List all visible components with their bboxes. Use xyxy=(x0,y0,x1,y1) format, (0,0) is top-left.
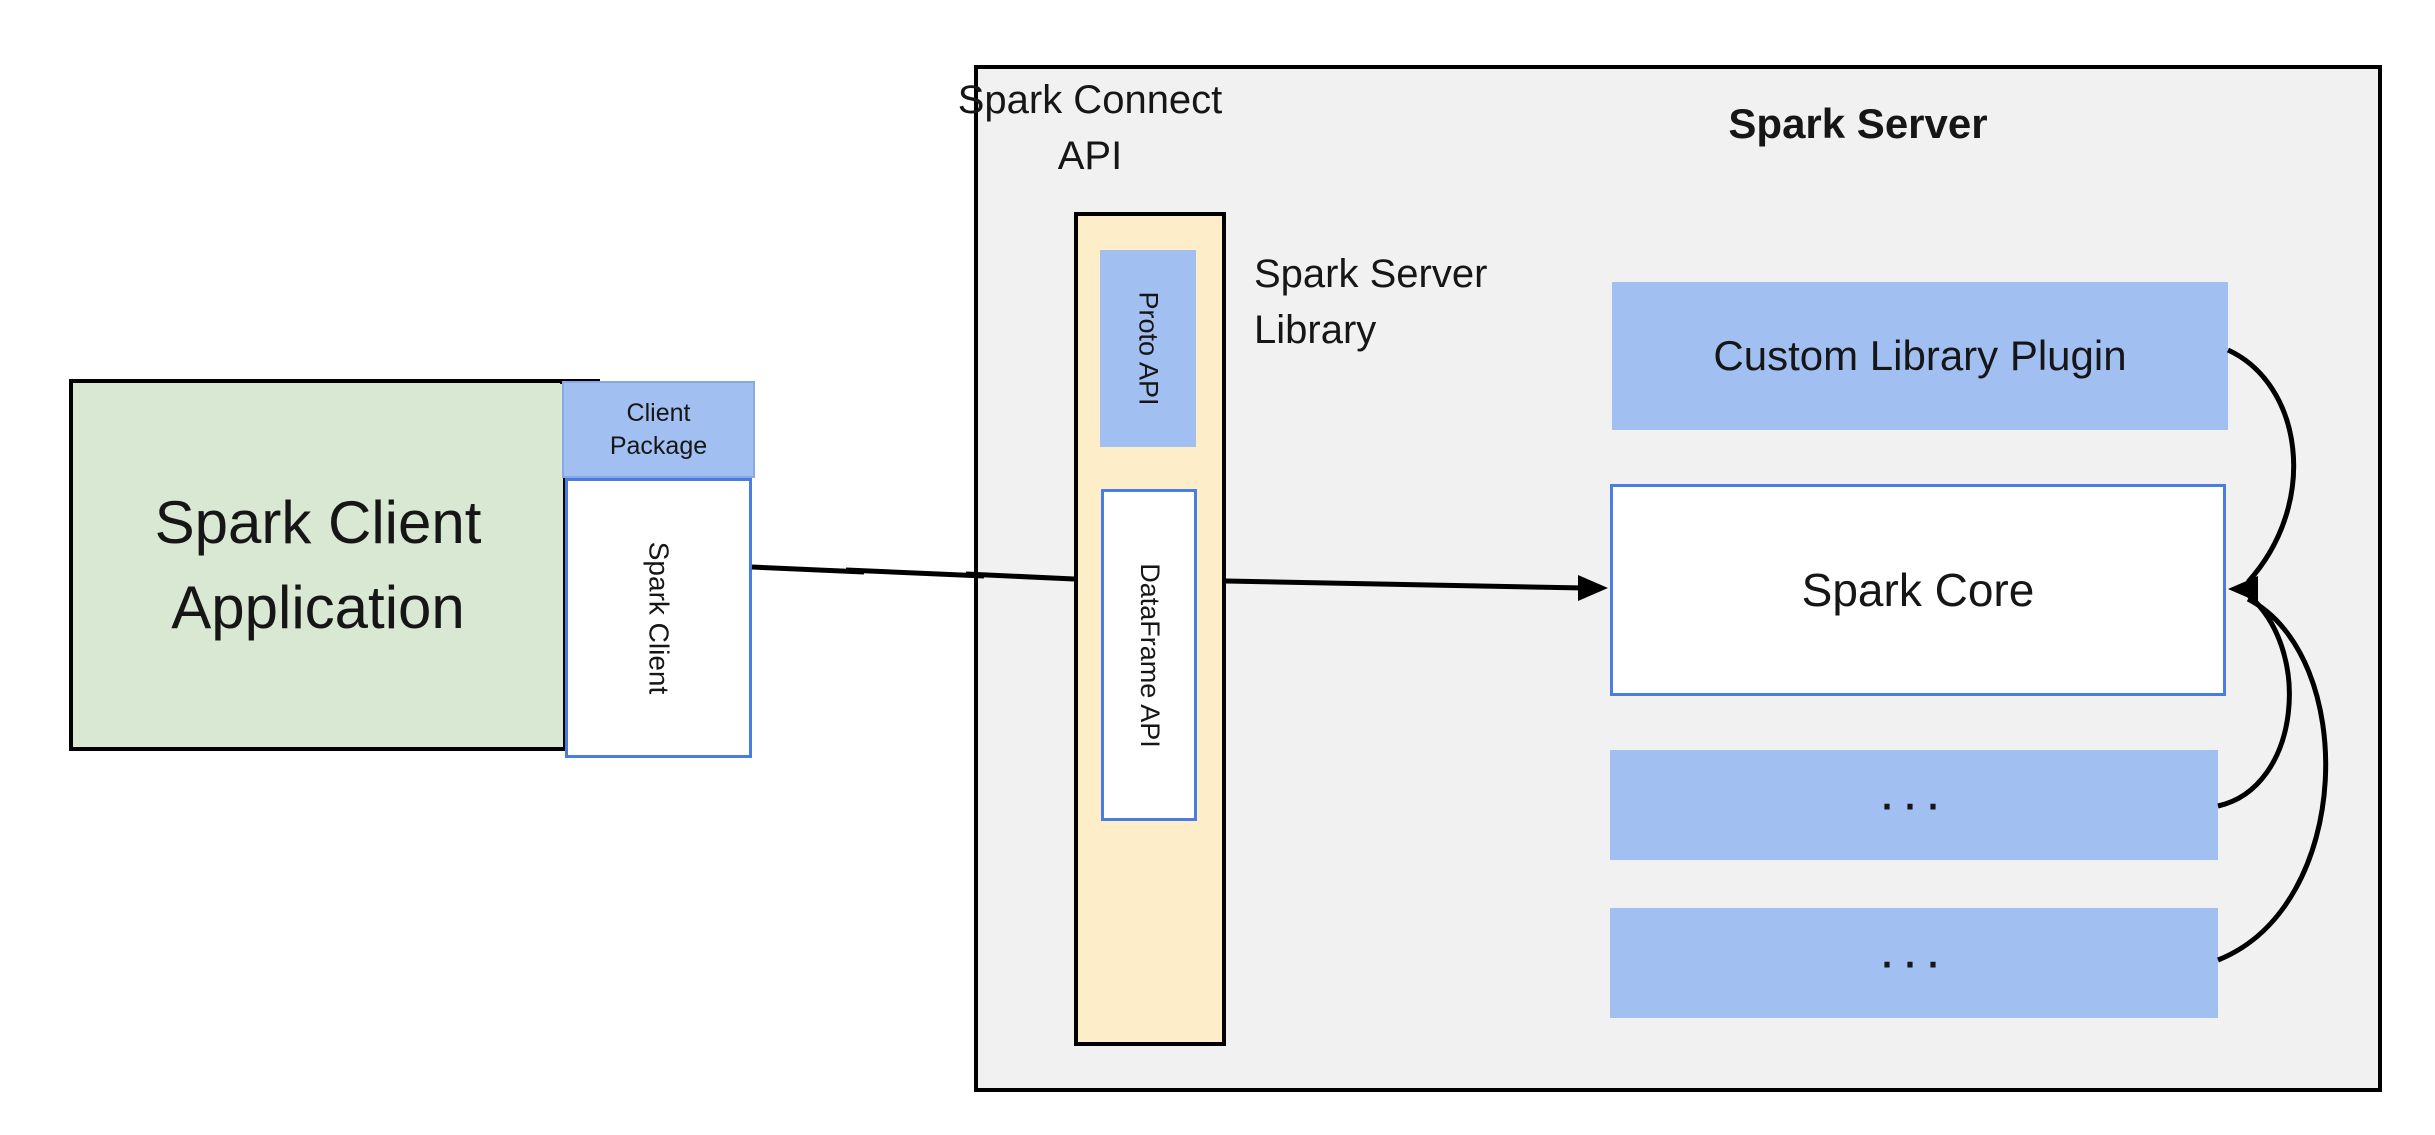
spark-connect-api-label-line2: API xyxy=(1057,134,1123,178)
spark-core-label: Spark Core xyxy=(1801,564,2035,616)
spark-client-application-label: Spark Client Application xyxy=(155,480,482,650)
dataframe-api-label: DataFrame API xyxy=(1134,562,1165,748)
proto-api-box: Proto API xyxy=(1100,250,1196,447)
custom-library-plugin-box: Custom Library Plugin xyxy=(1612,282,2228,430)
plugin-placeholder-box-2: ... xyxy=(1610,908,2218,1018)
proto-api-label: Proto API xyxy=(1133,291,1164,406)
spark-server-library-line1: Spark Server xyxy=(1254,252,1488,296)
plugin-placeholder-box-1: ... xyxy=(1610,750,2218,860)
spark-client-label: Spark Client xyxy=(643,541,675,695)
custom-library-plugin-label: Custom Library Plugin xyxy=(1713,332,2127,379)
spark-core-box: Spark Core xyxy=(1610,484,2226,696)
spark-client-application-line1: Spark Client xyxy=(154,488,482,556)
spark-connect-api-label-line1: Spark Connect xyxy=(957,78,1223,122)
spark-server-library-label: Spark Server Library xyxy=(1254,246,1614,358)
spark-client-application-line2: Application xyxy=(171,574,465,641)
spark-server-title: Spark Server xyxy=(1728,100,1988,147)
spark-client-box: Spark Client xyxy=(565,478,752,758)
spark-server-library-line2: Library xyxy=(1254,308,1377,352)
plugin-placeholder-1-label: ... xyxy=(1879,761,1949,822)
spark-connect-api-label: Spark Connect API xyxy=(940,72,1240,184)
client-package-line2: Package xyxy=(609,431,708,460)
dataframe-api-box: DataFrame API xyxy=(1101,489,1197,821)
client-package-line1: Client xyxy=(626,399,691,427)
plugin-placeholder-2-label: ... xyxy=(1879,919,1949,980)
client-package-label: Client Package xyxy=(610,397,707,462)
spark-client-application-box: Spark Client Application xyxy=(69,379,567,751)
client-package-box: Client Package xyxy=(562,381,755,478)
